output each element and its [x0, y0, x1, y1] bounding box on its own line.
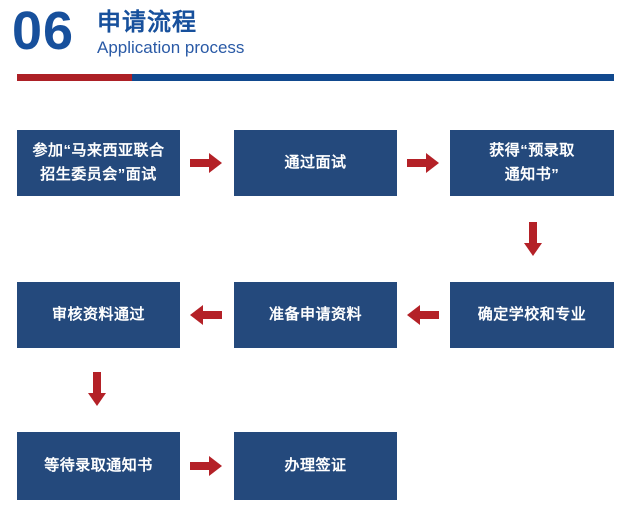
section-number: 06 [12, 1, 75, 61]
arrow-head [209, 456, 222, 476]
arrow-head [190, 305, 203, 325]
flow-step-3: 获得“预录取 通知书” [450, 130, 614, 196]
arrow-shaft [529, 222, 537, 243]
page-title: 申请流程 [97, 9, 197, 36]
divider-bar-red-segment [17, 74, 132, 81]
arrow-shaft [420, 311, 439, 319]
arrow-shaft [407, 159, 426, 167]
arrow-shaft [190, 462, 209, 470]
flow-step-7: 等待录取通知书 [17, 432, 180, 500]
arrow-head [426, 153, 439, 173]
arrow-left-icon [190, 305, 222, 325]
flow-step-1: 参加“马来西亚联合 招生委员会”面试 [17, 130, 180, 196]
arrow-head [209, 153, 222, 173]
arrow-shaft [93, 372, 101, 393]
divider-bar [17, 74, 614, 81]
arrow-head [88, 393, 106, 406]
arrow-shaft [203, 311, 222, 319]
arrow-right-icon [407, 153, 439, 173]
arrow-left-icon [407, 305, 439, 325]
arrow-right-icon [190, 456, 222, 476]
flow-step-6: 审核资料通过 [17, 282, 180, 348]
arrow-head [524, 243, 542, 256]
arrow-shaft [190, 159, 209, 167]
arrow-right-icon [190, 153, 222, 173]
flow-step-5: 准备申请资料 [234, 282, 397, 348]
arrow-down-icon [88, 372, 106, 406]
arrow-head [407, 305, 420, 325]
page-subtitle: Application process [97, 38, 245, 57]
flow-step-2: 通过面试 [234, 130, 397, 196]
flow-step-4: 确定学校和专业 [450, 282, 614, 348]
flow-step-8: 办理签证 [234, 432, 397, 500]
divider-bar-blue-segment [132, 74, 614, 81]
arrow-down-icon [524, 222, 542, 256]
